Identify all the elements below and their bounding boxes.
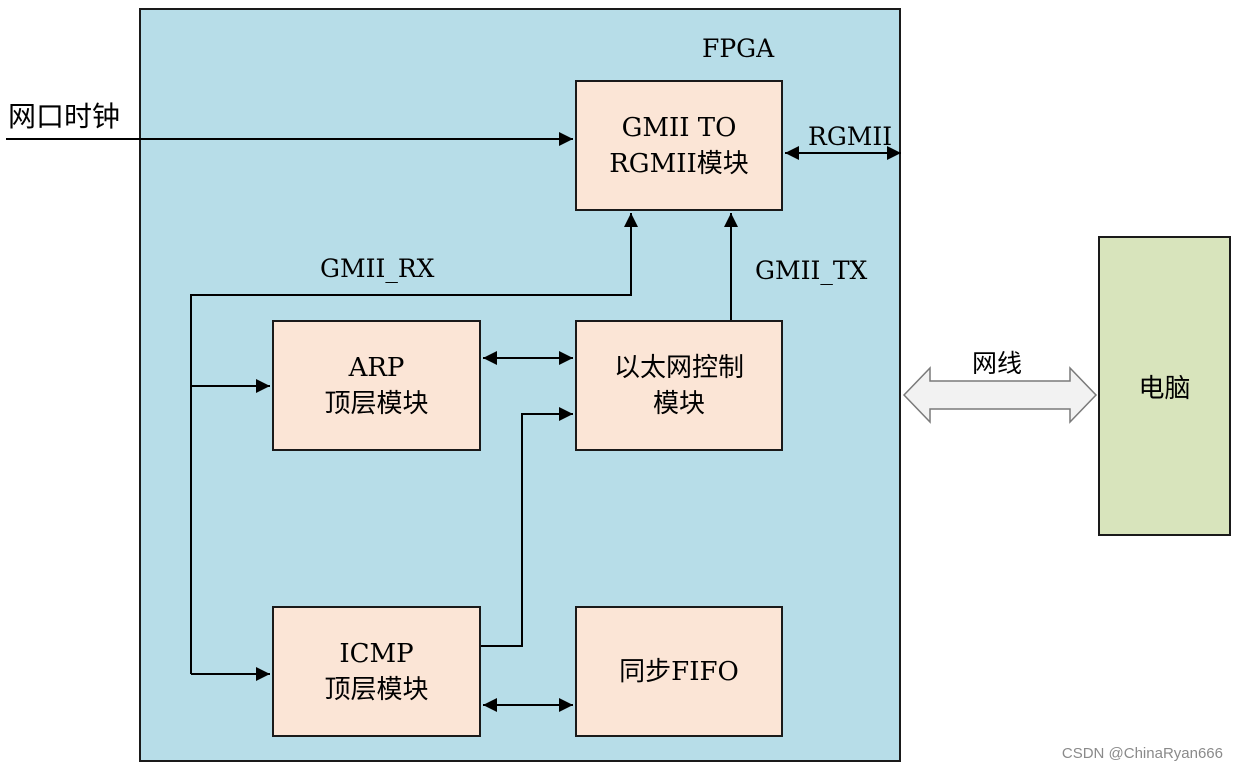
gmii-tx-label: GMII_TX (755, 256, 868, 285)
fpga-title: FPGA (702, 34, 775, 63)
network-cable-arrow (902, 366, 1098, 424)
clock-input-label: 网口时钟 (8, 100, 121, 133)
arp-line1: ARP (348, 352, 405, 383)
ethernet-control-module: 以太网控制 模块 (575, 320, 783, 451)
arp-line2: 顶层模块 (324, 388, 429, 419)
gmii-to-rgmii-line2: RGMII模块 (609, 148, 749, 179)
pc-box: 电脑 (1098, 236, 1231, 536)
sync-fifo-module: 同步FIFO (575, 606, 783, 737)
sync-fifo-label: 同步FIFO (619, 656, 739, 687)
icmp-line1: ICMP (339, 638, 414, 669)
cable-label: 网线 (972, 349, 1023, 378)
gmii-rx-wire (190, 213, 638, 674)
gmii-to-rgmii-line1: GMII TO (621, 112, 737, 143)
gmii-rx-label: GMII_RX (320, 254, 435, 283)
eth-ctrl-line2: 模块 (652, 388, 705, 419)
icmp-top-module: ICMP 顶层模块 (272, 606, 481, 737)
gmii-to-rgmii-module: GMII TO RGMII模块 (575, 80, 783, 211)
icmp-to-eth-ctrl-wire (481, 407, 573, 647)
arp-top-module: ARP 顶层模块 (272, 320, 481, 451)
icmp-line2: 顶层模块 (324, 674, 429, 705)
watermark: CSDN @ChinaRyan666 (1061, 745, 1223, 762)
eth-ctrl-line1: 以太网控制 (613, 352, 744, 383)
pc-label: 电脑 (1138, 373, 1191, 404)
